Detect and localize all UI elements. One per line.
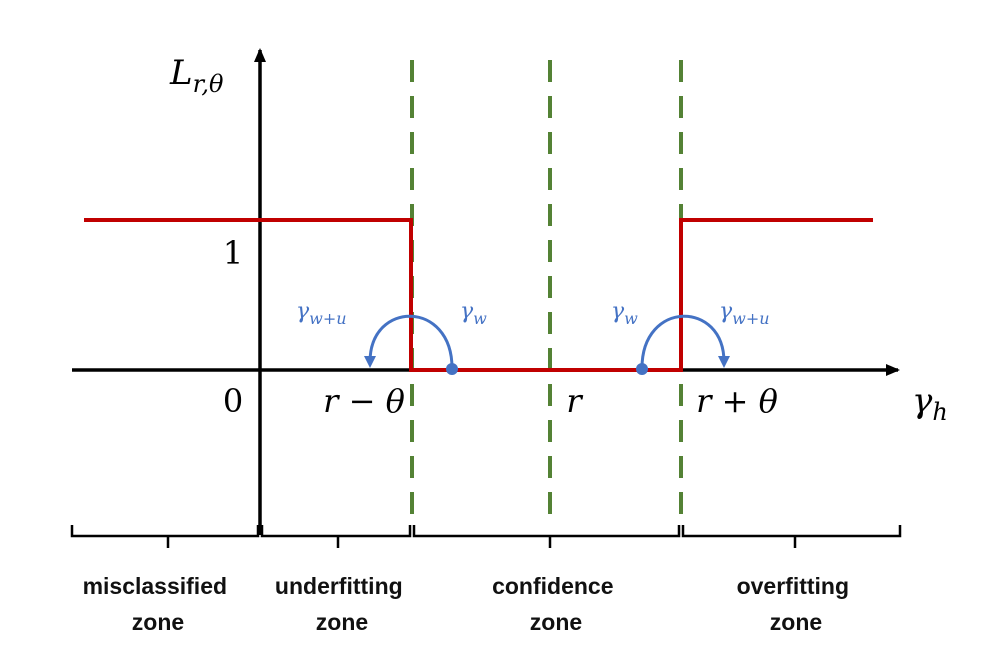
zone-label-misclassified: misclassified zone	[83, 573, 234, 635]
label-gamma-w-plus-u-right: γw+u	[719, 299, 770, 328]
label-gamma-w-right: γw	[611, 299, 638, 328]
zone-brace-overfitting	[681, 525, 902, 548]
level-one-label: 1	[223, 234, 243, 272]
zone-label-overfitting: overfitting zone	[737, 573, 856, 635]
transition-arc-left	[364, 314, 454, 369]
zone-brace-confidence	[412, 525, 681, 548]
transition-arc-right	[640, 314, 730, 369]
threshold-label-center: r	[566, 382, 583, 420]
label-gamma-w-left: γw	[460, 299, 487, 328]
origin-label: 0	[223, 382, 243, 420]
x-axis-label: γh	[912, 381, 948, 426]
threshold-label-left: r − θ	[323, 382, 405, 420]
zone-brace-misclassified	[70, 525, 260, 548]
threshold-label-right: r + θ	[696, 382, 778, 420]
loss-curve	[84, 218, 873, 372]
gamma-w-point-left	[446, 363, 458, 375]
y-axis-label: Lr,θ	[169, 53, 224, 98]
zone-label-underfitting: underfitting zone	[275, 573, 409, 635]
gamma-w-point-right	[636, 363, 648, 375]
zone-brace-underfitting	[260, 525, 412, 548]
zone-label-confidence: confidence zone	[492, 573, 620, 635]
label-gamma-w-plus-u-left: γw+u	[296, 299, 347, 328]
